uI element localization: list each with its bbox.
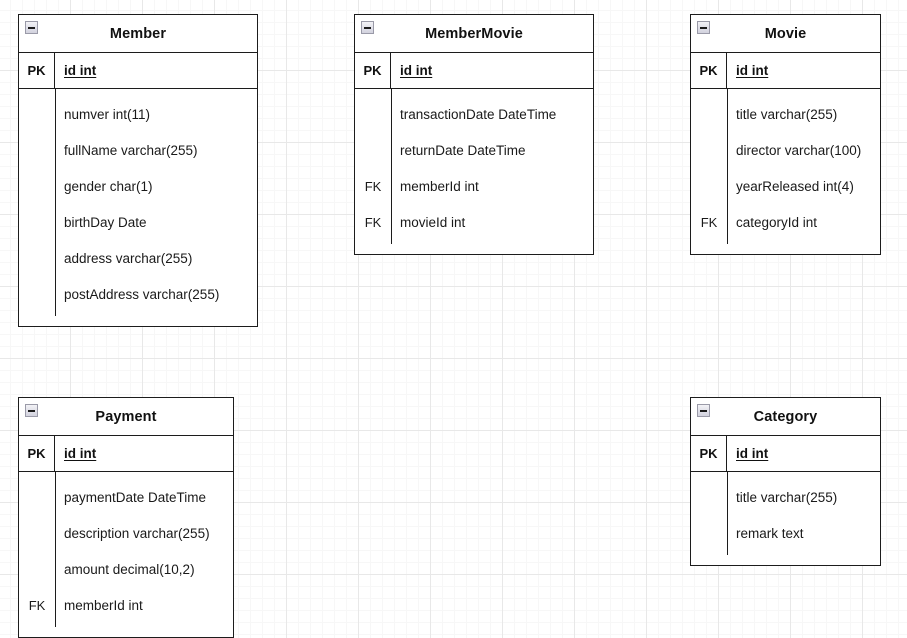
attribute-field-label: address varchar(255) [64,250,193,266]
attribute-list: transactionDate DateTime returnDate DateT… [355,89,593,254]
collapse-minus-icon[interactable] [697,404,710,417]
attribute-key-marker: FK [364,178,382,194]
attribute-field-label: movieId int [400,214,466,230]
attribute-key-marker: FK [364,214,382,230]
attribute-row[interactable]: yearReleased int(4) [691,168,880,204]
attribute-list: title varchar(255) director varchar(100) y… [691,89,880,254]
attribute-row[interactable]: returnDate DateTime [355,132,593,168]
attribute-field-label: remark text [736,525,804,541]
attribute-field-label: description varchar(255) [64,525,210,541]
attribute-row[interactable]: gender char(1) [19,168,257,204]
entity-title-bar-payment: Payment [19,398,233,436]
attribute-row[interactable]: title varchar(255) [691,96,880,132]
pk-marker: PK [691,53,727,88]
primary-key-row[interactable]: PK id int [19,436,233,472]
attribute-row[interactable]: paymentDate DateTime [19,479,233,515]
pk-marker: PK [19,53,55,88]
pk-field-label: id int [736,446,769,461]
minus-glyph [700,26,707,29]
attribute-field-label: amount decimal(10,2) [64,561,195,577]
attribute-field-label: birthDay Date [64,214,147,230]
attribute-list: paymentDate DateTime description varchar(… [19,472,233,637]
attribute-row[interactable]: numver int(11) [19,96,257,132]
attribute-row[interactable]: description varchar(255) [19,515,233,551]
attribute-field-label: memberId int [400,178,479,194]
attribute-row[interactable]: FK categoryId int [691,204,880,240]
attribute-row[interactable]: FK memberId int [19,587,233,623]
entity-title-bar-member: Member [19,15,257,53]
attribute-key-marker: FK [700,214,718,230]
attribute-row[interactable]: birthDay Date [19,204,257,240]
attribute-field-label: fullName varchar(255) [64,142,198,158]
collapse-minus-icon[interactable] [697,21,710,34]
attribute-row[interactable]: amount decimal(10,2) [19,551,233,587]
attribute-row[interactable]: address varchar(255) [19,240,257,276]
column-divider [727,472,728,555]
attribute-field-label: director varchar(100) [736,142,862,158]
entity-title-label: Movie [764,25,807,42]
column-divider [727,89,728,244]
attribute-field-label: memberId int [64,597,143,613]
attribute-field-label: title varchar(255) [736,489,838,505]
pk-marker: PK [691,436,727,471]
attribute-key-marker: FK [28,597,46,613]
entity-title-bar-movie: Movie [691,15,880,53]
attribute-row[interactable]: transactionDate DateTime [355,96,593,132]
attribute-row[interactable]: postAddress varchar(255) [19,276,257,312]
attribute-list: title varchar(255) remark text [691,472,880,565]
attribute-field-label: yearReleased int(4) [736,178,854,194]
attribute-row[interactable]: director varchar(100) [691,132,880,168]
attribute-field-label: numver int(11) [64,106,151,122]
minus-glyph [364,26,371,29]
pk-field-label: id int [736,63,769,78]
attribute-row[interactable]: FK memberId int [355,168,593,204]
minus-glyph [700,409,707,412]
primary-key-row[interactable]: PK id int [691,53,880,89]
pk-field-label: id int [64,63,97,78]
collapse-minus-icon[interactable] [361,21,374,34]
entity-title-label: Category [753,408,818,425]
entity-title-label: Member [109,25,167,42]
entity-title-bar-category: Category [691,398,880,436]
entity-title-label: MemberMovie [425,25,523,42]
pk-field-label: id int [400,63,433,78]
attribute-list: numver int(11) fullName varchar(255) gende… [19,89,257,326]
attribute-field-label: gender char(1) [64,178,153,194]
attribute-field-label: transactionDate DateTime [400,106,557,122]
column-divider [55,89,56,316]
entity-title-bar-membermovie: MemberMovie [355,15,593,53]
attribute-field-label: returnDate DateTime [400,142,526,158]
pk-field-label: id int [64,446,97,461]
attribute-row[interactable]: remark text [691,515,880,551]
primary-key-row[interactable]: PK id int [691,436,880,472]
primary-key-row[interactable]: PK id int [355,53,593,89]
attribute-row[interactable]: FK movieId int [355,204,593,240]
pk-marker: PK [19,436,55,471]
entity-title-label: Payment [95,408,157,425]
attribute-row[interactable]: fullName varchar(255) [19,132,257,168]
attribute-field-label: postAddress varchar(255) [64,286,220,302]
column-divider [391,89,392,244]
attribute-row[interactable]: title varchar(255) [691,479,880,515]
collapse-minus-icon[interactable] [25,404,38,417]
collapse-minus-icon[interactable] [25,21,38,34]
attribute-field-label: paymentDate DateTime [64,489,207,505]
column-divider [55,472,56,627]
primary-key-row[interactable]: PK id int [19,53,257,89]
attribute-field-label: title varchar(255) [736,106,838,122]
attribute-field-label: categoryId int [736,214,818,230]
pk-marker: PK [355,53,391,88]
minus-glyph [28,409,35,412]
minus-glyph [28,26,35,29]
